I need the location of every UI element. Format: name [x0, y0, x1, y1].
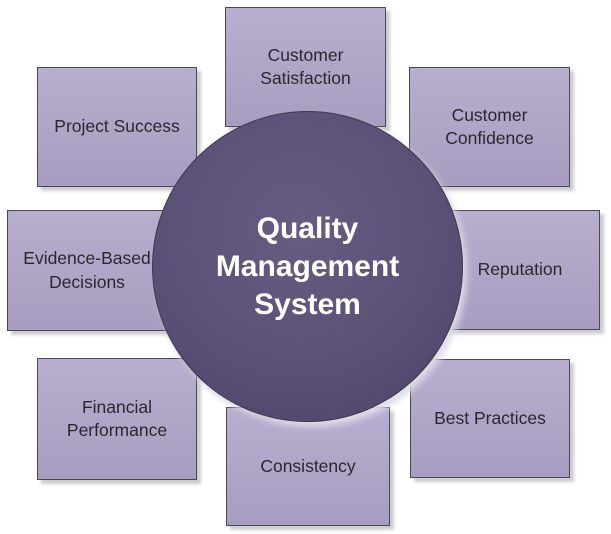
node-consistency: Consistency	[226, 407, 390, 526]
node-financial-performance: Financial Performance	[37, 358, 197, 480]
qms-center-label: Quality Management System	[215, 211, 400, 321]
node-customer-satisfaction-label: Customer Satisfaction	[260, 44, 351, 88]
node-consistency-label: Consistency	[260, 455, 356, 476]
node-project-success-label: Project Success	[54, 116, 180, 137]
node-customer-confidence: Customer Confidence	[409, 67, 570, 187]
node-best-practices-label: Best Practices	[434, 407, 546, 428]
node-evidence-based-decisions: Evidence-Based Decisions	[7, 210, 167, 331]
qms-center-circle: Quality Management System	[152, 111, 463, 422]
node-evidence-based-decisions-label: Evidence-Based Decisions	[23, 248, 151, 292]
node-financial-performance-label: Financial Performance	[66, 396, 168, 440]
node-customer-satisfaction: Customer Satisfaction	[225, 7, 386, 127]
node-reputation-label: Reputation	[477, 259, 563, 280]
node-best-practices: Best Practices	[410, 359, 570, 478]
node-project-success: Project Success	[37, 67, 197, 187]
node-reputation: Reputation	[440, 210, 600, 330]
node-customer-confidence-label: Customer Confidence	[445, 104, 534, 148]
